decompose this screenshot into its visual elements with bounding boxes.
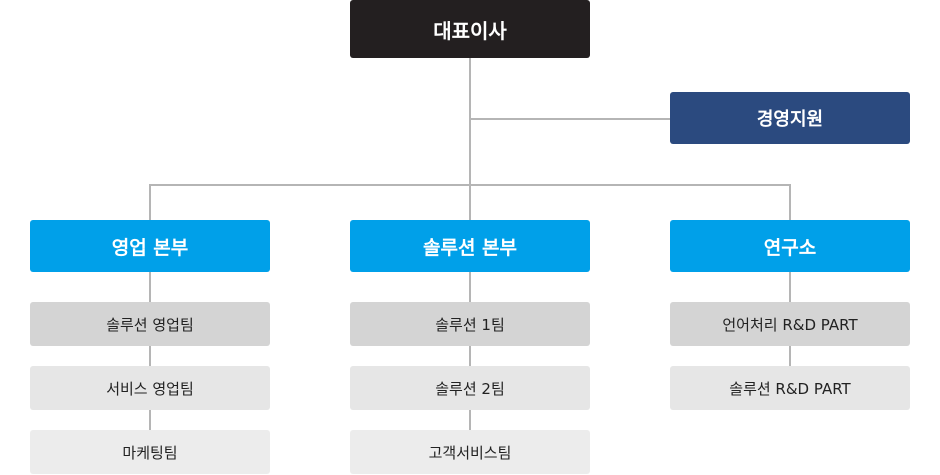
team-box: 언어처리 R&D PART	[670, 302, 910, 346]
team-label: 솔루션 R&D PART	[729, 379, 851, 398]
team-box: 고객서비스팀	[350, 430, 590, 474]
ceo-label: 대표이사	[433, 18, 507, 43]
division-research: 연구소	[670, 220, 910, 272]
team-label: 서비스 영업팀	[106, 379, 194, 398]
team-label: 고객서비스팀	[428, 443, 512, 462]
division-label: 영업 본부	[111, 236, 189, 259]
team-label: 솔루션 2팀	[435, 379, 505, 398]
division-bus-line	[150, 184, 791, 186]
team-line-1	[469, 272, 471, 430]
team-box: 마케팅팀	[30, 430, 270, 474]
team-label: 마케팅팀	[122, 443, 178, 462]
division-drop-line-2	[789, 184, 791, 220]
division-label: 연구소	[763, 236, 817, 259]
team-label: 언어처리 R&D PART	[722, 315, 858, 334]
team-box: 솔루션 2팀	[350, 366, 590, 410]
support-branch-line	[470, 118, 670, 120]
team-label: 솔루션 1팀	[435, 315, 505, 334]
division-label: 솔루션 본부	[422, 236, 517, 259]
division-solution: 솔루션 본부	[350, 220, 590, 272]
team-box: 솔루션 1팀	[350, 302, 590, 346]
team-box: 솔루션 R&D PART	[670, 366, 910, 410]
division-drop-line-0	[149, 184, 151, 220]
support-label: 경영지원	[756, 109, 824, 130]
ceo-box: 대표이사	[350, 0, 590, 58]
ceo-trunk-line	[469, 58, 471, 220]
team-box: 솔루션 영업팀	[30, 302, 270, 346]
team-box: 서비스 영업팀	[30, 366, 270, 410]
support-box: 경영지원	[670, 92, 910, 144]
team-label: 솔루션 영업팀	[106, 315, 194, 334]
division-sales: 영업 본부	[30, 220, 270, 272]
team-line-0	[149, 272, 151, 430]
